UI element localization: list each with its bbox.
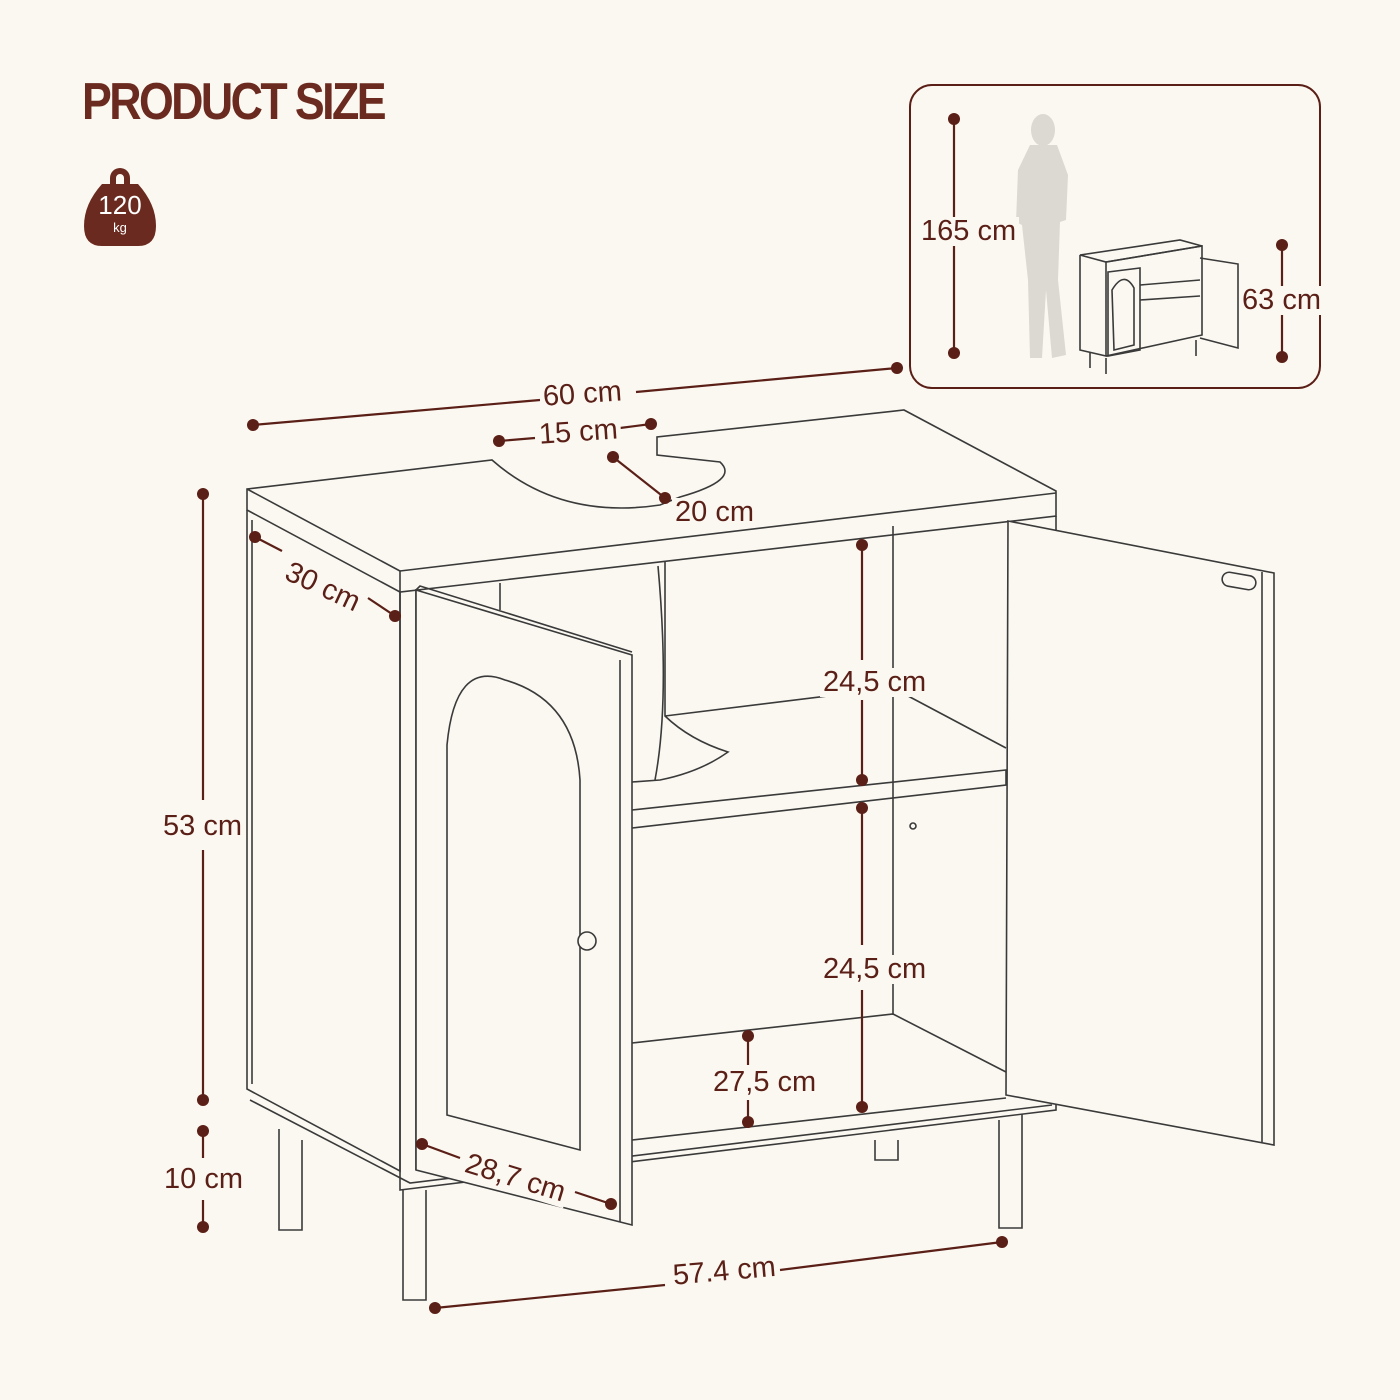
scale-reference-box	[909, 84, 1321, 389]
dim-upper-compartment	[856, 539, 868, 786]
page-title: PRODUCT SIZE	[82, 73, 387, 131]
width-top-label: 60 cm	[538, 375, 626, 413]
person-silhouette	[1016, 114, 1068, 358]
cabinet-height-label: 63 cm	[1239, 286, 1324, 315]
dim-cutout-depth	[607, 451, 671, 504]
body-height-label: 53 cm	[160, 812, 245, 841]
weight-unit: kg	[113, 220, 127, 235]
weight-value: 120	[98, 190, 142, 220]
upper-compartment-label: 24,5 cm	[820, 668, 930, 697]
cabinet-body	[246, 409, 1245, 1191]
weight-badge: 120 kg	[82, 164, 158, 250]
right-door	[1005, 520, 1275, 1146]
dim-depth	[249, 531, 401, 622]
dim-leg-span	[429, 1236, 1008, 1314]
cutout-depth-label: 20 cm	[672, 498, 757, 527]
leg-height-label: 10 cm	[161, 1165, 246, 1194]
legs	[278, 1114, 1023, 1301]
cutout-width-label: 15 cm	[534, 413, 622, 451]
weight-icon	[84, 168, 156, 246]
dim-leg-height	[197, 1125, 209, 1233]
person-height-label: 165 cm	[918, 217, 1020, 246]
dim-bottom-opening	[742, 1030, 754, 1128]
dim-door-width	[416, 1138, 617, 1210]
dim-lower-compartment	[856, 802, 868, 1113]
bottom-opening-label: 27,5 cm	[710, 1068, 820, 1097]
dim-cutout-width	[493, 418, 657, 447]
mini-cabinet	[1079, 239, 1239, 374]
left-door	[415, 585, 633, 1227]
lower-compartment-label: 24,5 cm	[820, 955, 930, 984]
dim-body-height	[197, 488, 209, 1106]
dim-width-top	[247, 362, 903, 431]
